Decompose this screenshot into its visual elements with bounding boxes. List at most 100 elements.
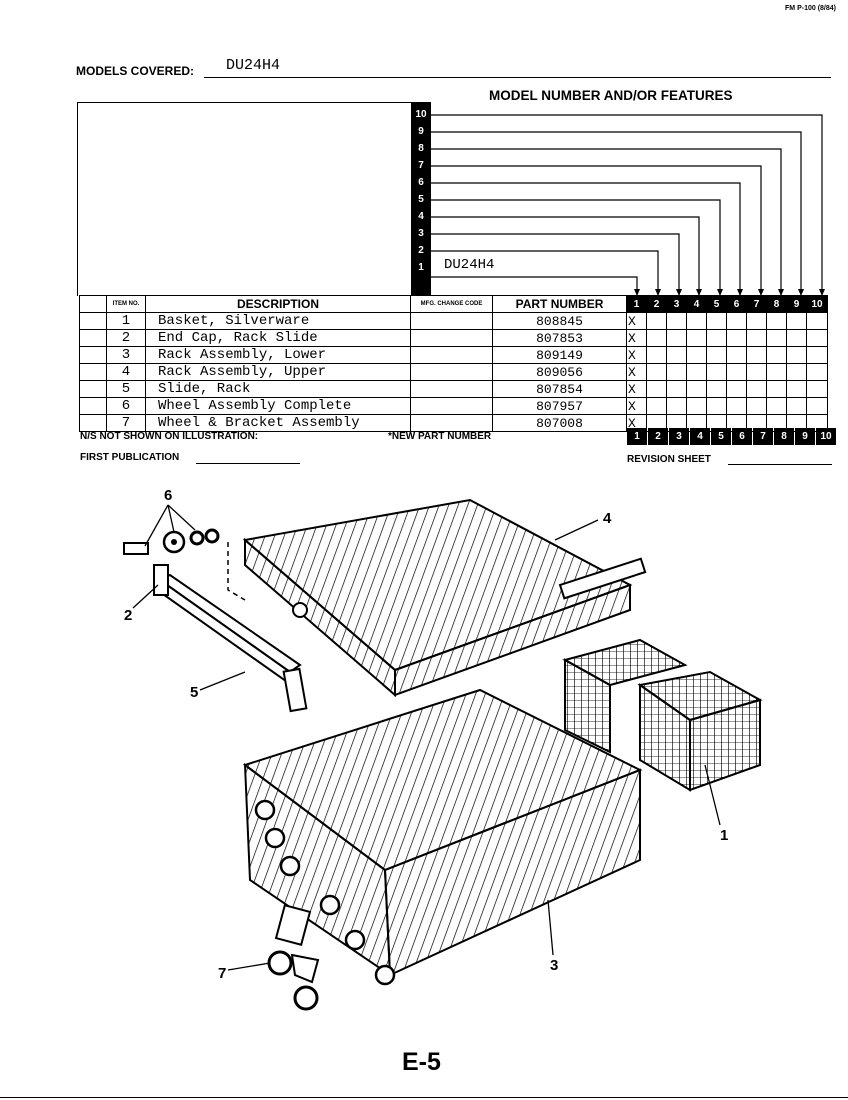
model-1-mark: X xyxy=(626,346,647,364)
item-description: Rack Assembly, Upper xyxy=(145,363,411,381)
model-slot-10: 10 xyxy=(415,109,427,120)
features-title: MODEL NUMBER AND/OR FEATURES xyxy=(489,88,733,103)
part-number: 809149 xyxy=(492,346,627,364)
mfg-change-cell xyxy=(410,380,493,398)
model-slot-7: 7 xyxy=(418,160,424,171)
item-number: 3 xyxy=(106,346,146,364)
callout-7: 7 xyxy=(218,965,226,982)
table-row: 4 Rack Assembly, Upper 809056 X xyxy=(79,363,828,381)
model-slot-3: 3 xyxy=(418,228,424,239)
mfg-change-header: MFG. CHANGE CODE xyxy=(410,295,493,313)
item-description: Wheel Assembly Complete xyxy=(145,397,411,415)
model-slot-6: 6 xyxy=(418,177,424,188)
model-1-mark: X xyxy=(626,363,647,381)
model-slot-1: 1 xyxy=(418,262,424,273)
model-slot-4: 4 xyxy=(418,211,424,222)
callout-4: 4 xyxy=(603,510,612,527)
footer-col-10: 10 xyxy=(816,428,836,445)
table-row: 5 Slide, Rack 807854 X xyxy=(79,380,828,398)
footer-col-9: 9 xyxy=(795,428,815,445)
item-number: 4 xyxy=(106,363,146,381)
table-row: 1 Basket, Silverware 808845 X xyxy=(79,312,828,330)
mfg-change-cell xyxy=(410,329,493,347)
item-description: Rack Assembly, Lower xyxy=(145,346,411,364)
row-blank xyxy=(79,380,107,398)
part-number-header: PART NUMBER xyxy=(492,295,627,313)
revision-sheet-line xyxy=(728,464,832,465)
item-description: Basket, Silverware xyxy=(145,312,411,330)
model-slot-1-entry: DU24H4 xyxy=(444,257,495,273)
item-number: 6 xyxy=(106,397,146,415)
row-blank xyxy=(79,363,107,381)
exploded-parts-illustration: 1 2 3 4 5 6 7 xyxy=(123,487,763,1011)
description-header: DESCRIPTION xyxy=(145,295,411,313)
callout-3: 3 xyxy=(550,957,558,974)
part-number: 807853 xyxy=(492,329,627,347)
callout-5: 5 xyxy=(190,684,198,701)
first-publication-label: FIRST PUBLICATION xyxy=(80,452,180,463)
model-slot-9: 9 xyxy=(418,126,424,137)
part-number: 807957 xyxy=(492,397,627,415)
model-col-2: 2 xyxy=(646,295,667,313)
form-code: FM P-100 (8/84) xyxy=(785,5,836,12)
footer-col-4: 4 xyxy=(690,428,710,445)
item-no-header: ITEM NO. xyxy=(106,295,146,313)
footer-col-7: 7 xyxy=(753,428,773,445)
table-row: 7 Wheel & Bracket Assembly 807008 X xyxy=(79,414,828,432)
footer-col-5: 5 xyxy=(711,428,731,445)
page-number: E-5 xyxy=(402,1048,441,1076)
table-row: 6 Wheel Assembly Complete 807957 X xyxy=(79,397,828,415)
model-slot-5: 5 xyxy=(418,194,424,205)
model-col-7: 7 xyxy=(746,295,767,313)
model-col-3: 3 xyxy=(666,295,687,313)
table-row: 2 End Cap, Rack Slide 807853 X xyxy=(79,329,828,347)
item-description: End Cap, Rack Slide xyxy=(145,329,411,347)
callout-2: 2 xyxy=(124,607,132,624)
model-slot-strip: 10 9 8 7 6 5 4 3 2 1 xyxy=(411,102,431,295)
first-publication-line xyxy=(196,463,300,464)
model-col-10: 10 xyxy=(806,295,828,313)
part-number: 808845 xyxy=(492,312,627,330)
model-slot-8: 8 xyxy=(418,143,424,154)
silverware-basket-drawing xyxy=(562,638,763,792)
mfg-change-cell xyxy=(410,363,493,381)
part-number: 807854 xyxy=(492,380,627,398)
part-number: 809056 xyxy=(492,363,627,381)
item-number: 1 xyxy=(106,312,146,330)
model-col-9: 9 xyxy=(786,295,807,313)
model-col-5: 5 xyxy=(706,295,727,313)
model-col-4: 4 xyxy=(686,295,707,313)
ns-label: N/S NOT SHOWN ON ILLUSTRATION: xyxy=(80,431,259,442)
upper-rack-drawing xyxy=(227,498,647,698)
table-header-row: ITEM NO. DESCRIPTION MFG. CHANGE CODE PA… xyxy=(79,295,828,313)
table-row: 3 Rack Assembly, Lower 809149 X xyxy=(79,346,828,364)
mfg-change-cell xyxy=(410,397,493,415)
model-col-8: 8 xyxy=(766,295,787,313)
row-blank xyxy=(79,312,107,330)
item-number: 2 xyxy=(106,329,146,347)
footer-col-6: 6 xyxy=(732,428,752,445)
footer-col-2: 2 xyxy=(648,428,668,445)
models-covered-value: DU24H4 xyxy=(226,57,281,74)
model-1-mark: X xyxy=(626,329,647,347)
row-blank xyxy=(79,329,107,347)
new-part-label: *NEW PART NUMBER xyxy=(388,431,492,442)
blank-header xyxy=(79,295,107,313)
revision-sheet-label: REVISION SHEET xyxy=(627,454,711,465)
model-slot-2: 2 xyxy=(418,245,424,256)
footer-col-8: 8 xyxy=(774,428,794,445)
model-1-mark: X xyxy=(626,397,647,415)
callout-1: 1 xyxy=(720,827,728,844)
models-covered-label: MODELS COVERED: xyxy=(76,64,195,78)
item-description: Wheel & Bracket Assembly xyxy=(145,414,411,432)
mfg-change-cell xyxy=(410,312,493,330)
footer-col-3: 3 xyxy=(669,428,689,445)
rack-slide-drawing xyxy=(153,564,308,713)
row-blank xyxy=(79,397,107,415)
item-description: Slide, Rack xyxy=(145,380,411,398)
wheel-assembly-drawing xyxy=(123,528,220,555)
parts-table: ITEM NO. DESCRIPTION MFG. CHANGE CODE PA… xyxy=(79,295,828,432)
bottom-rule xyxy=(0,1097,848,1098)
item-number: 5 xyxy=(106,380,146,398)
model-1-mark: X xyxy=(626,380,647,398)
